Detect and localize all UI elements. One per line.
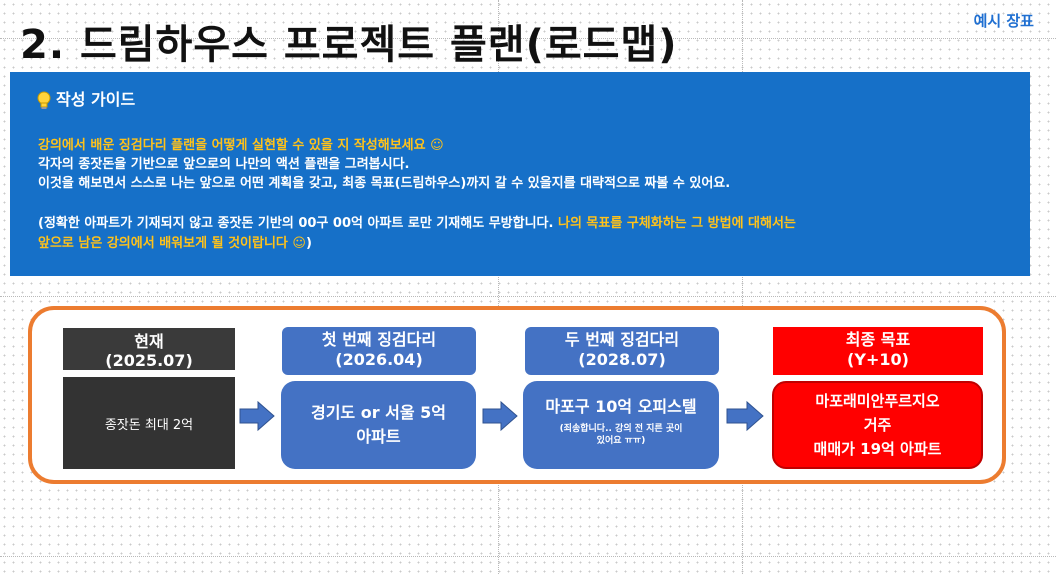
step1-body-line2: 아파트 (356, 427, 401, 446)
guide-note-highlight-2: 앞으로 남은 강의에서 배워보게 될 것이랍니다 ☺ (38, 236, 306, 251)
goal-header-label: 최종 목표 (845, 330, 911, 349)
guide-heading-label: 작성 가이드 (56, 90, 136, 109)
guide-note-text: (정확한 아파트가 기재되지 않고 종잣돈 기반의 00구 00억 아파트 로만… (38, 216, 554, 231)
grid-line (498, 0, 499, 574)
guide-note-highlight: 나의 목표를 구체화하는 그 방법에 대해서는 (553, 216, 796, 231)
arrow-right-icon (482, 400, 518, 432)
step2-note-line1: (죄송합니다.. 강의 전 지른 곳이 (559, 424, 683, 434)
current-body: 종잣돈 최대 2억 (63, 377, 235, 469)
step2-note-line2: 있어요 ㅠㅠ) (596, 436, 646, 446)
step2-header-label: 두 번째 징검다리 (564, 330, 680, 349)
grid-line (0, 38, 1056, 39)
arrow-right-icon (726, 400, 764, 432)
goal-header: 최종 목표 (Y+10) (773, 327, 983, 375)
arrow-right-icon (239, 400, 275, 432)
step2-body: 마포구 10억 오피스텔 (죄송합니다.. 강의 전 지른 곳이 있어요 ㅠㅠ) (523, 381, 719, 469)
step1-date: (2026.04) (335, 350, 423, 369)
lightbulb-icon (37, 91, 51, 109)
current-date: (2025.07) (105, 351, 193, 370)
grid-line (742, 0, 743, 574)
guide-heading: 작성 가이드 (36, 86, 135, 111)
guide-line-4: (정확한 아파트가 기재되지 않고 종잣돈 기반의 00구 00억 아파트 로만… (38, 212, 796, 231)
step1-header-label: 첫 번째 징검다리 (321, 330, 437, 349)
current-body-text: 종잣돈 최대 2억 (104, 417, 194, 433)
example-slide-label: 예시 장표 (973, 12, 1034, 30)
current-header-label: 현재 (134, 332, 164, 351)
grid-line (0, 556, 1056, 557)
guide-line-3: 이것을 해보면서 스스로 나는 앞으로 어떤 계획을 갖고, 최종 목표(드림하… (38, 176, 731, 191)
goal-body: 마포래미안푸르지오 거주 매매가 19억 아파트 (772, 381, 983, 469)
goal-body-line1: 마포래미안푸르지오 (815, 392, 940, 410)
guide-note-close: ) (305, 236, 312, 251)
page-title: 2. 드림하우스 프로젝트 플랜(로드맵) (20, 22, 678, 68)
goal-body-line2: 거주 (863, 416, 892, 434)
step2-header: 두 번째 징검다리 (2028.07) (525, 327, 719, 375)
goal-body-line3: 매매가 19억 아파트 (813, 440, 942, 458)
writing-guide-panel: 작성 가이드 강의에서 배운 징검다리 플랜을 어떻게 실현할 수 있을 지 작… (10, 72, 1030, 276)
guide-line-1: 강의에서 배운 징검다리 플랜을 어떻게 실현할 수 있을 지 작성해보세요 ☺ (38, 138, 444, 153)
step2-body-line1: 마포구 10억 오피스텔 (545, 397, 697, 416)
guide-line-2: 각자의 종잣돈을 기반으로 앞으로의 나만의 액션 플랜을 그려봅시다. (38, 157, 410, 172)
step1-body-line1: 경기도 or 서울 5억 (310, 403, 447, 422)
guide-line-5: 앞으로 남은 강의에서 배워보게 될 것이랍니다 ☺) (38, 232, 312, 251)
grid-line (0, 296, 1056, 297)
step1-body: 경기도 or 서울 5억 아파트 (281, 381, 476, 469)
goal-date: (Y+10) (847, 350, 909, 369)
current-header: 현재 (2025.07) (63, 328, 235, 370)
step2-date: (2028.07) (578, 350, 666, 369)
step1-header: 첫 번째 징검다리 (2026.04) (282, 327, 476, 375)
